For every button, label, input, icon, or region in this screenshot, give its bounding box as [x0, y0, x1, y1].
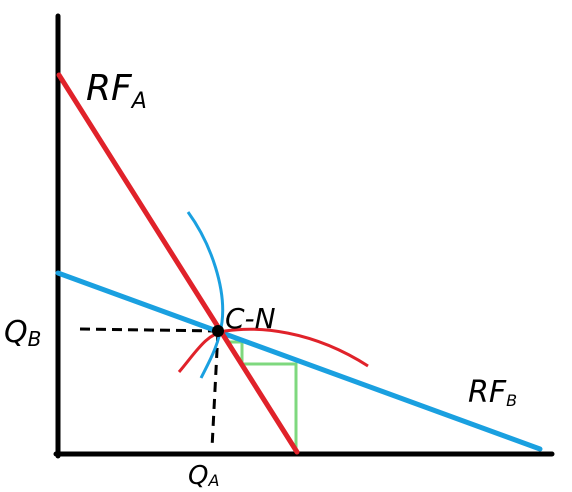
- reaction-function-b-line: [55, 270, 543, 452]
- qa-label: QA: [188, 461, 219, 491]
- rf-b-label: RFB: [468, 375, 517, 410]
- rf-b-subscript: B: [506, 391, 517, 410]
- vertical-guide-qa: [210, 330, 220, 449]
- equilibrium-point: [212, 325, 224, 337]
- rf-a-label: RFA: [86, 68, 147, 114]
- qa-subscript: A: [207, 471, 219, 490]
- isoprofit-curve-b: [186, 211, 225, 379]
- isoprofit-curve-a: [177, 327, 369, 373]
- horizontal-guide-qb: [79, 327, 219, 333]
- qb-label: QB: [4, 315, 41, 351]
- equilibrium-label: C-N: [225, 302, 276, 335]
- reaction-function-a-line: [56, 72, 300, 455]
- rf-a-subscript: A: [130, 89, 147, 114]
- qb-subscript: B: [28, 327, 42, 351]
